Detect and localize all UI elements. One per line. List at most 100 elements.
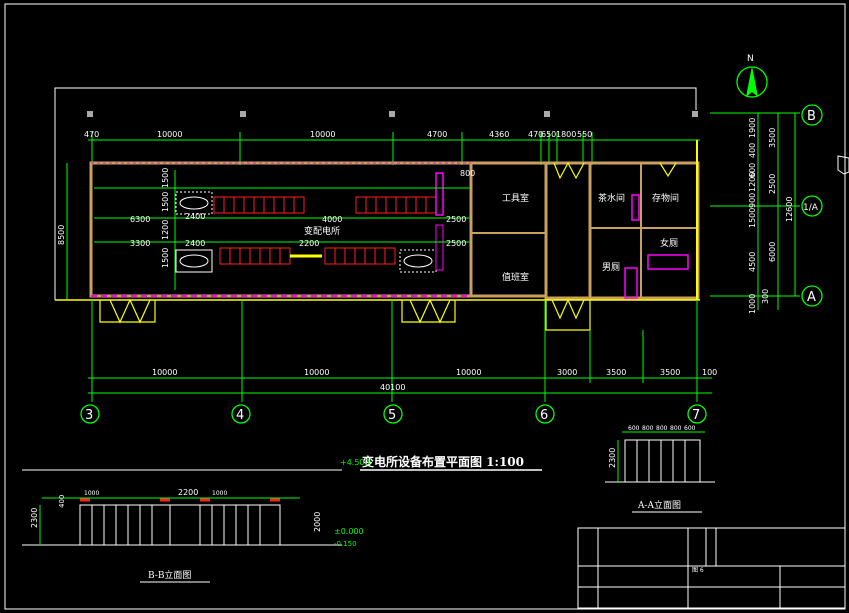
idim-cab-a: 2400 [185,212,205,221]
top-dim-7: 1800 [556,130,576,139]
bus-duct-2 [435,224,444,271]
room-female-wc: 女厕 [660,237,678,249]
top-dim-ticks [91,132,593,165]
idim-row2-left: 3300 [130,239,150,248]
drawing-frame [4,3,846,610]
elev-minus: -0.150 [334,540,357,548]
idim-row2-midleft: 2400 [185,239,205,248]
bb-top-0: 1000 [84,490,99,497]
door-bottom-3 [545,298,591,331]
idim-row1-right: 2500 [446,215,466,224]
service-rooms-walls [588,161,700,300]
door-bottom-1 [99,298,156,324]
idim-h1500b: 1500 [161,192,170,212]
bb-h400: 400 [58,495,66,508]
inner-dim-lines [94,170,470,290]
top-dim-6: 650 [541,130,556,139]
main-title: 变电所设备布置平面图 1:100 [362,454,524,469]
idim-row2-mid: 2200 [299,239,319,248]
room-storage: 存物间 [652,192,679,204]
rdim-1: 400 [748,143,757,158]
rdim-2: 600 [748,163,757,178]
hand-cursor-icon [837,155,849,175]
elev-aa-title: A-A立面图 [637,499,681,511]
aa-h2300: 2300 [608,448,617,468]
right-dims-outer: 3500 2500 6000 12600 [768,128,794,262]
north-label: N [747,54,754,64]
room-male-wc: 男厕 [602,262,620,273]
transformer-2 [175,249,213,273]
switchgear-row-1 [213,196,437,214]
bb-h2000: 2000 [313,512,322,532]
rdim-outer-1: 2500 [768,174,777,194]
axis-7: 7 [692,408,700,423]
top-dim-0: 470 [84,130,99,139]
rdim-3: 1200 [748,172,757,192]
axis-3: 3 [85,408,93,423]
idim-row1-mid: 4000 [322,215,342,224]
bus-duct-1 [435,172,444,216]
rdim-5: 1500 [748,208,757,228]
inner-dims: 6300 4000 2500 3300 2400 2200 2500 2400 … [130,168,475,268]
rdim-4: 900 [748,193,757,208]
top-dim-5: 470 [528,130,543,139]
elev-zero: ±0.000 [334,527,364,536]
elevation-aa: 2300 600 800 800 800 600 [605,425,715,483]
right-dim-lines [710,112,800,310]
top-dim-1: 10000 [157,130,182,139]
idim-h1500a: 1500 [161,168,170,188]
room-main-hall: 变配电所 [304,225,340,237]
room-tea: 茶水间 [598,192,625,204]
idim-row2-right: 2500 [446,239,466,248]
rdim-outer-2: 6000 [768,242,777,262]
idim-row1-left: 6300 [130,215,150,224]
bottom-dim-2: 10000 [456,368,481,377]
idim-h1200: 1200 [161,220,170,240]
bottom-dim-3: 3000 [557,368,577,377]
rdim-8: 300 [761,289,770,304]
axis-1A: 1/A [803,203,819,213]
elevation-bb: 2300 2000 400 2200 1000 1000 +4.500 ±0.0… [22,458,370,548]
axis-6: 6 [540,408,548,423]
top-dims: 470 10000 10000 4700 4360 470 650 1800 5… [84,130,592,139]
bb-top-mid: 2200 [178,488,198,497]
aa-top-5: 600 [684,425,696,432]
total-dim: 40100 [380,383,405,392]
axis-4: 4 [236,408,244,423]
switchgear-row-2 [219,247,396,265]
idim-d800: 800 [460,169,475,178]
room-duty: 值班室 [502,271,529,283]
bottom-dim-6: 100 [702,368,717,377]
column-markers [87,111,698,117]
wc-fixtures [624,194,689,299]
room-tool: 工具室 [502,192,529,204]
aa-top-2: 800 [656,425,668,432]
door-top-corridor [553,161,585,180]
rdim-outer-0: 3500 [768,128,777,148]
rdim-outer-3: 12600 [785,197,794,222]
transformer-3 [399,249,437,273]
top-dim-8: 550 [577,130,592,139]
bb-top-13: 1000 [212,490,227,497]
main-hall-walls [89,161,473,298]
aa-top-1: 800 [642,425,654,432]
top-dim-2: 10000 [310,130,335,139]
top-dim-3: 4700 [427,130,447,139]
elev-bb-title: B-B立面图 [148,569,191,581]
right-dims-inner: 1900 400 600 1200 900 1500 4500 1000 300 [748,118,770,314]
axis-lines [91,300,698,402]
bottom-dim-5: 3500 [660,368,680,377]
door-top-storage [659,162,677,178]
axis-bubbles-bottom: 3 4 5 6 7 [80,404,707,424]
corridor-walls [544,161,592,300]
axis-B: B [807,109,816,124]
bottom-dim-0: 10000 [152,368,177,377]
axis-5: 5 [388,408,396,423]
top-dim-4: 4360 [489,130,509,139]
bottom-dim-1: 10000 [304,368,329,377]
title-block: 图 6 [577,527,846,609]
north-arrow: N [736,54,768,98]
bb-h2300: 2300 [30,508,39,528]
